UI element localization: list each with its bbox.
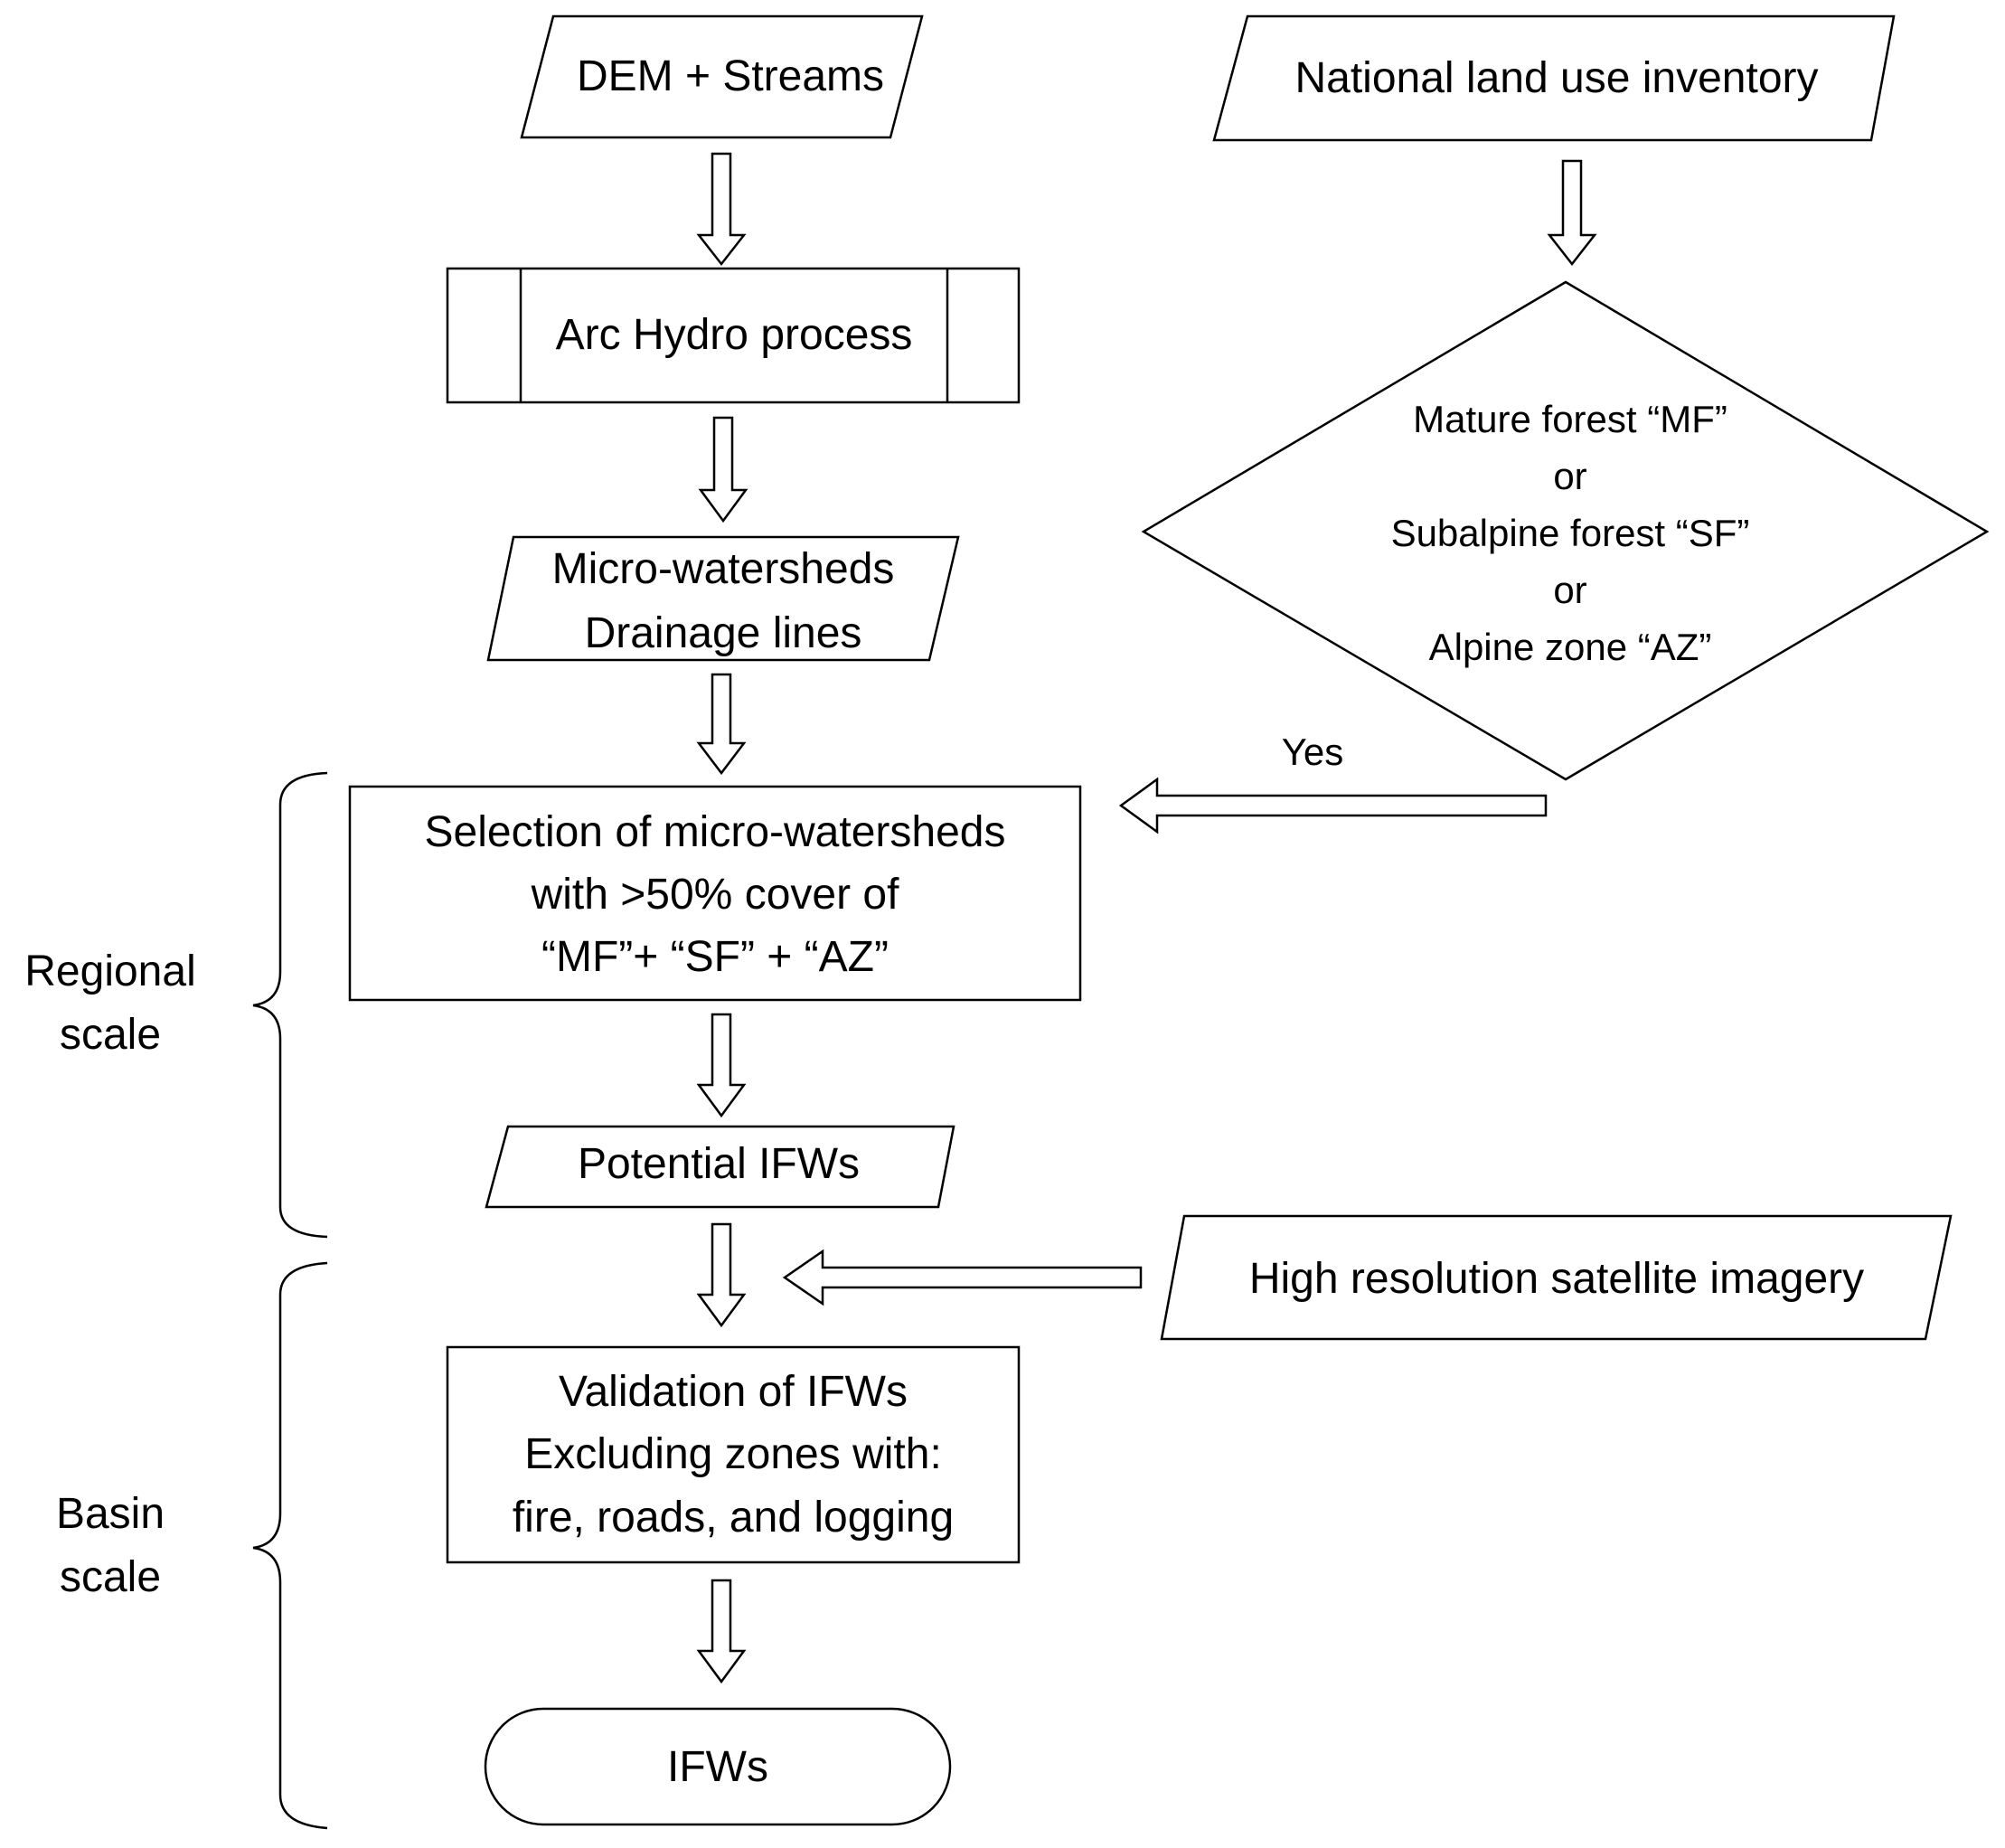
node-ifws: IFWs: [484, 1707, 952, 1826]
yes-label: Yes: [1282, 731, 1344, 773]
arc-hydro-label: Arc Hydro process: [556, 311, 913, 359]
basin-scale-label-line1: Basin: [56, 1490, 165, 1538]
selection-line2: with >50% cover of: [531, 871, 900, 919]
land-use-label: National land use inventory: [1294, 54, 1818, 102]
arrow-arc-hydro-to-micro: [698, 416, 748, 523]
node-validation: Validation of IFWs Excluding zones with:…: [446, 1345, 1021, 1564]
arrow-dem-to-arc-hydro: [696, 152, 747, 267]
potential-ifws-label: Potential IFWs: [578, 1140, 860, 1188]
basin-scale-brace: [252, 1261, 328, 1830]
decision-line1: Mature forest “MF”: [1413, 398, 1727, 440]
validation-line1: Validation of IFWs: [559, 1368, 908, 1416]
arrow-selection-to-potential: [696, 1013, 747, 1118]
selection-line1: Selection of micro-watersheds: [425, 808, 1006, 856]
regional-scale-label-line1: Regional: [24, 948, 195, 995]
validation-line3: fire, roads, and logging: [513, 1494, 954, 1542]
node-land-use-inventory: National land use inventory: [1212, 14, 1896, 142]
decision-line5: Alpine zone “AZ”: [1429, 626, 1712, 668]
decision-line3: Subalpine forest “SF”: [1391, 512, 1750, 554]
arrow-validation-to-ifws: [696, 1579, 747, 1684]
arrow-potential-to-validation: [696, 1222, 747, 1328]
node-forest-decision: Mature forest “MF” or Subalpine forest “…: [1141, 280, 1990, 781]
node-micro-watersheds: Micro-watersheds Drainage lines: [486, 535, 960, 662]
node-satellite-imagery: High resolution satellite imagery: [1160, 1214, 1953, 1341]
node-arc-hydro-process: Arc Hydro process: [446, 267, 1021, 404]
arrow-micro-to-selection: [696, 673, 747, 776]
decision-line2: or: [1553, 455, 1586, 497]
node-potential-ifws: Potential IFWs: [485, 1125, 955, 1209]
regional-scale-brace: [252, 771, 328, 1239]
selection-line3: “MF”+ “SF” + “AZ”: [541, 933, 889, 981]
micro-watersheds-line2: Drainage lines: [585, 609, 862, 657]
dem-streams-label: DEM + Streams: [577, 52, 884, 100]
micro-watersheds-line1: Micro-watersheds: [552, 545, 895, 593]
ifws-label: IFWs: [667, 1743, 768, 1791]
basin-scale-label-line2: scale: [60, 1553, 161, 1601]
arrow-land-use-to-decision: [1547, 159, 1597, 267]
satellite-label: High resolution satellite imagery: [1249, 1255, 1864, 1303]
node-selection: Selection of micro-watersheds with >50% …: [348, 785, 1082, 1002]
arrow-decision-yes-to-selection: [1118, 777, 1548, 834]
node-dem-streams: DEM + Streams: [520, 14, 924, 139]
decision-line4: or: [1553, 569, 1586, 611]
regional-scale-label-line2: scale: [60, 1011, 161, 1059]
validation-line2: Excluding zones with:: [524, 1430, 942, 1478]
arrow-satellite-to-validation: [782, 1249, 1143, 1306]
